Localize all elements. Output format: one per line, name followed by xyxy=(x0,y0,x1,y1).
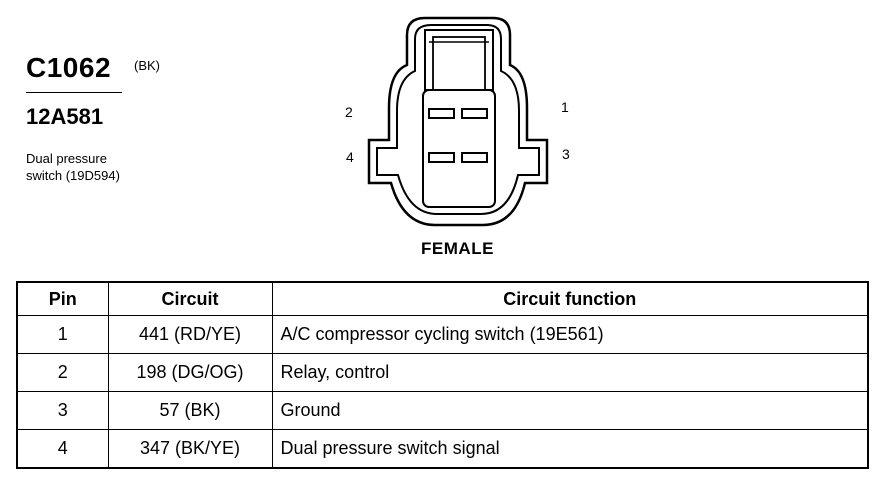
part-number: 12A581 xyxy=(26,104,104,129)
table-row: 4 347 (BK/YE) Dual pressure switch signa… xyxy=(16,429,869,469)
pin-label-1: 1 xyxy=(561,99,569,115)
header-pin: Pin xyxy=(16,281,109,316)
terminal-pin-3 xyxy=(461,152,488,163)
pin-cell: 2 xyxy=(16,353,109,392)
description-line-1: Dual pressure xyxy=(26,151,107,166)
connector-code: C1062 xyxy=(26,52,112,83)
header-circuit: Circuit xyxy=(107,281,273,316)
connector-color: (BK) xyxy=(134,58,160,73)
connector-gender-label: FEMALE xyxy=(421,239,494,258)
pin-label-4: 4 xyxy=(346,149,354,165)
component-description: Dual pressure switch (19D594) xyxy=(26,150,120,184)
terminal-pin-4 xyxy=(428,152,455,163)
connector-latch-tab xyxy=(432,36,486,91)
circuit-cell: 441 (RD/YE) xyxy=(107,315,273,354)
pin-cell: 4 xyxy=(16,429,109,469)
connector-face-diagram xyxy=(367,16,549,227)
terminal-pin-1 xyxy=(461,108,488,119)
header-divider xyxy=(26,92,122,93)
pin-cell: 3 xyxy=(16,391,109,430)
terminal-pin-2 xyxy=(428,108,455,119)
pin-label-2: 2 xyxy=(345,104,353,120)
function-cell: Relay, control xyxy=(271,353,869,392)
pinout-table: Pin Circuit Circuit function 1 441 (RD/Y… xyxy=(16,281,869,469)
function-cell: A/C compressor cycling switch (19E561) xyxy=(271,315,869,354)
pin-cell: 1 xyxy=(16,315,109,354)
table-row: 1 441 (RD/YE) A/C compressor cycling swi… xyxy=(16,315,869,354)
header-circuit-function: Circuit function xyxy=(271,281,869,316)
table-row: 2 198 (DG/OG) Relay, control xyxy=(16,353,869,392)
table-row: 3 57 (BK) Ground xyxy=(16,391,869,430)
circuit-cell: 57 (BK) xyxy=(107,391,273,430)
function-cell: Dual pressure switch signal xyxy=(271,429,869,469)
table-header-row: Pin Circuit Circuit function xyxy=(16,281,869,316)
description-line-2: switch (19D594) xyxy=(26,168,120,183)
pin-label-3: 3 xyxy=(562,146,570,162)
function-cell: Ground xyxy=(271,391,869,430)
terminal-cavity-block xyxy=(422,89,496,208)
circuit-cell: 198 (DG/OG) xyxy=(107,353,273,392)
circuit-cell: 347 (BK/YE) xyxy=(107,429,273,469)
